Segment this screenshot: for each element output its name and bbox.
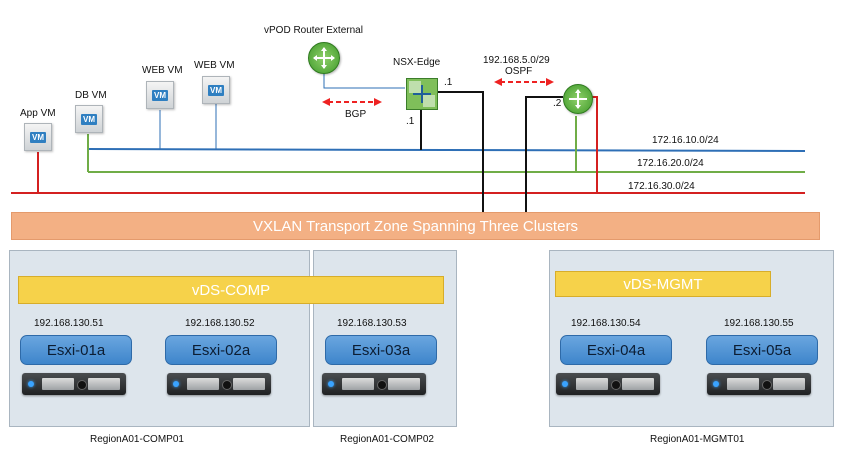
distributed-router-icon[interactable] (563, 84, 593, 114)
vm-badge: VM (81, 113, 97, 125)
vm-badge: VM (152, 89, 168, 101)
router-arrows-icon (313, 47, 335, 69)
server-icon (322, 373, 426, 395)
app-vm-icon[interactable]: VM (24, 123, 52, 151)
host-esxi-05a[interactable]: Esxi-05a (706, 335, 818, 365)
host-esxi-03a[interactable]: Esxi-03a (325, 335, 437, 365)
subnet-label-20: 172.16.20.0/24 (637, 158, 704, 169)
bgp-label: BGP (345, 109, 367, 120)
subnet-label-30: 172.16.30.0/24 (628, 181, 695, 192)
subnet-label-10: 172.16.10.0/24 (652, 135, 719, 146)
host-ip: 192.168.130.51 (34, 318, 104, 329)
db-vm-label: DB VM (75, 90, 107, 101)
vm-badge: VM (30, 131, 46, 143)
ospf-label: OSPF (505, 66, 533, 77)
cluster-label-comp02: RegionA01-COMP02 (340, 434, 434, 445)
cluster-label-comp01: RegionA01-COMP01 (90, 434, 184, 445)
web1-vm-icon[interactable]: VM (146, 81, 174, 109)
edge-uplink-port: .1 (444, 77, 453, 88)
host-ip: 192.168.130.52 (185, 318, 255, 329)
web2-vm-label: WEB VM (194, 60, 235, 71)
server-icon (22, 373, 126, 395)
server-icon (167, 373, 271, 395)
vds-mgmt-bar: vDS-MGMT (555, 271, 771, 297)
ospf-subnet-label: 192.168.5.0/29 (483, 55, 550, 66)
vm-badge: VM (208, 84, 224, 96)
nsx-edge-icon[interactable] (406, 78, 438, 110)
host-ip: 192.168.130.54 (571, 318, 641, 329)
edge-ospf-link (437, 91, 484, 212)
db-vm-icon[interactable]: VM (75, 105, 103, 133)
router-arrows-icon (569, 89, 587, 109)
router-port-label: .2 (553, 98, 562, 109)
app-vm-label: App VM (20, 108, 56, 119)
server-icon (556, 373, 660, 395)
external-uplink (323, 70, 405, 89)
host-esxi-01a[interactable]: Esxi-01a (20, 335, 132, 365)
host-esxi-02a[interactable]: Esxi-02a (165, 335, 277, 365)
router-ospf-link (525, 96, 563, 212)
web1-vm-label: WEB VM (142, 65, 183, 76)
vds-comp-bar: vDS-COMP (18, 276, 444, 304)
network-line-172-16-10 (87, 148, 806, 152)
external-router-label: vPOD Router External (264, 25, 363, 36)
host-esxi-04a[interactable]: Esxi-04a (560, 335, 672, 365)
edge-downlink-port: .1 (406, 116, 415, 127)
cluster-label-mgmt01: RegionA01-MGMT01 (650, 434, 745, 445)
vxlan-transport-zone: VXLAN Transport Zone Spanning Three Clus… (11, 212, 820, 240)
external-router-icon[interactable] (308, 42, 340, 74)
host-ip: 192.168.130.53 (337, 318, 407, 329)
web2-vm-icon[interactable]: VM (202, 76, 230, 104)
host-ip: 192.168.130.55 (724, 318, 794, 329)
server-icon (707, 373, 811, 395)
edge-grid-icon (409, 81, 435, 107)
nsx-edge-label: NSX-Edge (393, 57, 441, 68)
